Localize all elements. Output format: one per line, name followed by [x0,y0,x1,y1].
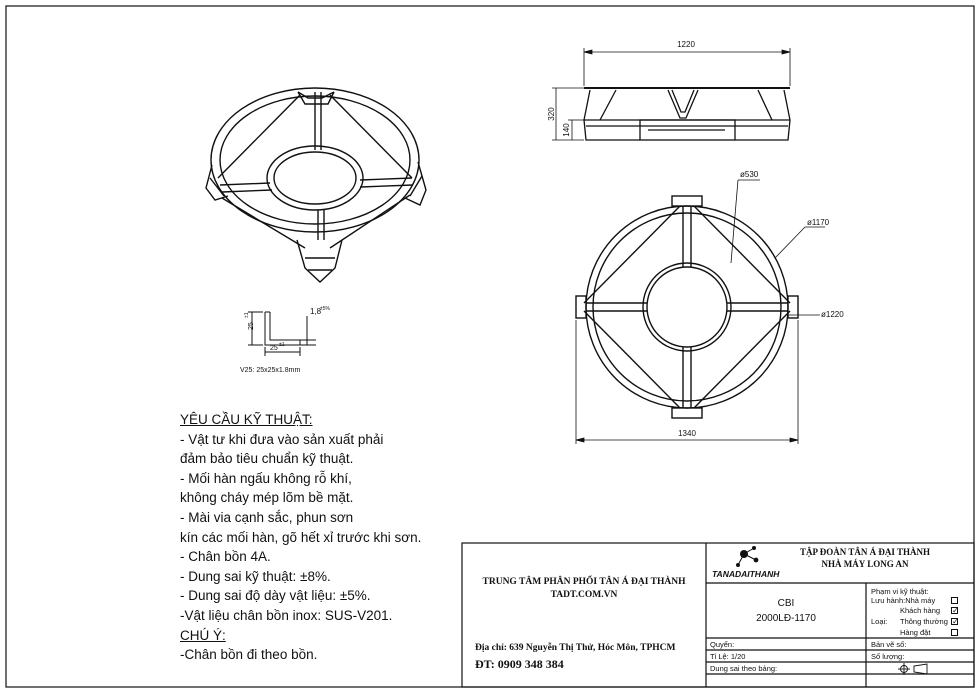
requirement-line: đảm bảo tiêu chuẩn kỹ thuật. [180,451,354,467]
used-with-label: Dung sai theo bảng: [710,664,778,673]
front-view [583,87,791,141]
logo-text: TANADAITHANH [712,569,780,579]
dim-angle-tol-h: ±1 [279,342,285,348]
top-dimensions [575,179,825,444]
isometric-view [205,87,427,283]
requirement-line: - Vật tư khi đưa vào sản xuất phải [180,431,384,447]
note-title: CHÚ Ý: [180,627,226,643]
quantity-label: Số lượng: [871,652,905,661]
requirements-title: YÊU CẦU KỸ THUẬT: [180,412,313,427]
dim-front-height: 320 [547,107,556,121]
dim-ring-dia: ø1170 [807,218,830,227]
top-view [575,195,799,419]
dim-outer-dia: ø1220 [821,310,844,319]
dim-thickness-tol: ±5% [320,306,331,312]
dim-inner-dia: ø530 [740,170,759,179]
dim-top-width: 1340 [678,429,696,438]
requirement-line: - Dung sai độ dày vật liệu: ±5%. [180,588,371,604]
dim-angle-tol-v: ±1 [244,312,250,318]
type-label: Loại: [871,617,888,626]
checkbox-khach-hang[interactable]: ✓ [951,606,959,615]
requirement-line: - Mài via cạnh sắc, phun sơn [180,509,354,525]
special-label: Hàng đặt [900,628,931,637]
website: TADT.COM.VN [550,590,618,600]
checkbox-hang-dat[interactable] [951,629,958,636]
dim-front-leg: 140 [562,123,571,137]
address: Địa chỉ: 639 Nguyễn Thị Thử, Hóc Môn, TP… [475,643,676,653]
dim-angle-side-v: 25 [248,322,255,330]
checkbox-thong-thuong[interactable]: ✓ [951,617,959,626]
requirement-line: -Vật liệu chân bồn inox: SUS-V201. [180,607,393,623]
front-dimensions [552,48,791,141]
scope-label: Phạm vi kỹ thuật: [871,587,929,596]
note-line: -Chân bồn đi theo bồn. [180,647,318,663]
profile-caption: V25: 25x25x1.8mm [240,367,300,374]
drawing-no-label: Bản vẽ số: [871,640,907,649]
checkbox-nha-may[interactable] [951,597,958,604]
projection-symbol [898,663,928,675]
dim-thickness: 1,8 [310,307,322,316]
normal-label: Thông thường [900,617,948,626]
quyen-label: Quyển: [710,640,735,649]
requirement-line: - Mối hàn ngấu không rỗ khí, [180,470,352,486]
customer-label: Khách hàng [900,606,941,615]
requirement-line: kín các mối hàn, gõ hết xỉ trước khi sơn… [180,529,422,545]
technical-requirements: YÊU CẦU KỸ THUẬT: - Vật tư khi đưa vào s… [180,410,450,665]
logo-links [737,547,757,566]
requirement-line: không cháy mép lõm bề mặt. [180,490,354,506]
scale-label: Tỉ Lệ: 1/20 [710,652,746,661]
dim-angle-side-h: 25 [270,345,278,352]
phone: ĐT: 0909 348 384 [475,657,564,671]
group-name: TẬP ĐOÀN TÂN Á ĐẠI THÀNH [800,547,930,557]
requirement-line: - Chân bồn 4A. [180,549,271,565]
requirement-line: - Dung sai kỹ thuật: ±8%. [180,568,331,584]
logo-mark [736,546,759,567]
part-code: 2000LĐ-1170 [756,613,816,624]
angle-profile [248,311,316,356]
dim-front-width: 1220 [677,40,695,49]
title-block-frame [461,542,975,688]
circulation-label: Lưu hành:Nhà máy [871,596,936,605]
center-name: TRUNG TÂM PHÂN PHỐI TÂN Á ĐẠI THÀNH [482,577,686,587]
factory-name: NHÀ MÁY LONG AN [821,559,909,569]
part-name: CBI [777,598,795,609]
